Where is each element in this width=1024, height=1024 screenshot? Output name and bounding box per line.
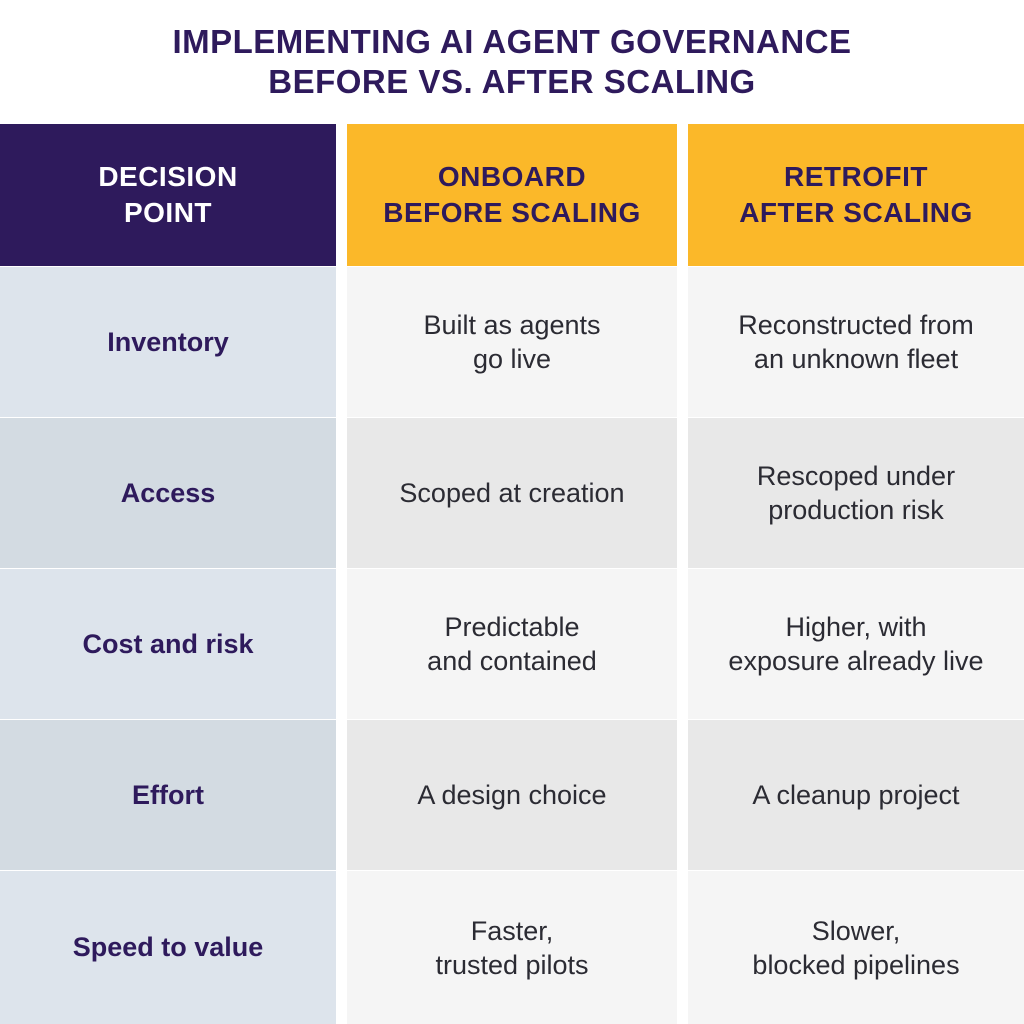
row-label-cost-and-risk: Cost and risk: [0, 569, 336, 719]
title-line-1: IMPLEMENTING AI AGENT GOVERNANCE: [172, 23, 852, 60]
comparison-table: DECISION POINT ONBOARD BEFORE SCALING RE…: [0, 124, 1024, 1024]
title-line-2: BEFORE VS. AFTER SCALING: [268, 63, 756, 100]
cell-inventory-onboard: Built as agents go live: [347, 267, 677, 417]
cell-cost-and-risk-retrofit: Higher, with exposure already live: [688, 569, 1024, 719]
cell-inventory-retrofit: Reconstructed from an unknown fleet: [688, 267, 1024, 417]
page-title: IMPLEMENTING AI AGENT GOVERNANCE BEFORE …: [0, 22, 1024, 102]
cell-speed-to-value-retrofit: Slower, blocked pipelines: [688, 871, 1024, 1024]
header-decision-point: DECISION POINT: [0, 124, 336, 266]
cell-access-retrofit: Rescoped under production risk: [688, 418, 1024, 568]
header-onboard-before-scaling: ONBOARD BEFORE SCALING: [347, 124, 677, 266]
row-label-speed-to-value: Speed to value: [0, 871, 336, 1024]
row-label-access: Access: [0, 418, 336, 568]
cell-effort-onboard: A design choice: [347, 720, 677, 870]
cell-access-onboard: Scoped at creation: [347, 418, 677, 568]
header-retrofit-after-scaling: RETROFIT AFTER SCALING: [688, 124, 1024, 266]
row-label-inventory: Inventory: [0, 267, 336, 417]
cell-effort-retrofit: A cleanup project: [688, 720, 1024, 870]
cell-cost-and-risk-onboard: Predictable and contained: [347, 569, 677, 719]
row-label-effort: Effort: [0, 720, 336, 870]
cell-speed-to-value-onboard: Faster, trusted pilots: [347, 871, 677, 1024]
